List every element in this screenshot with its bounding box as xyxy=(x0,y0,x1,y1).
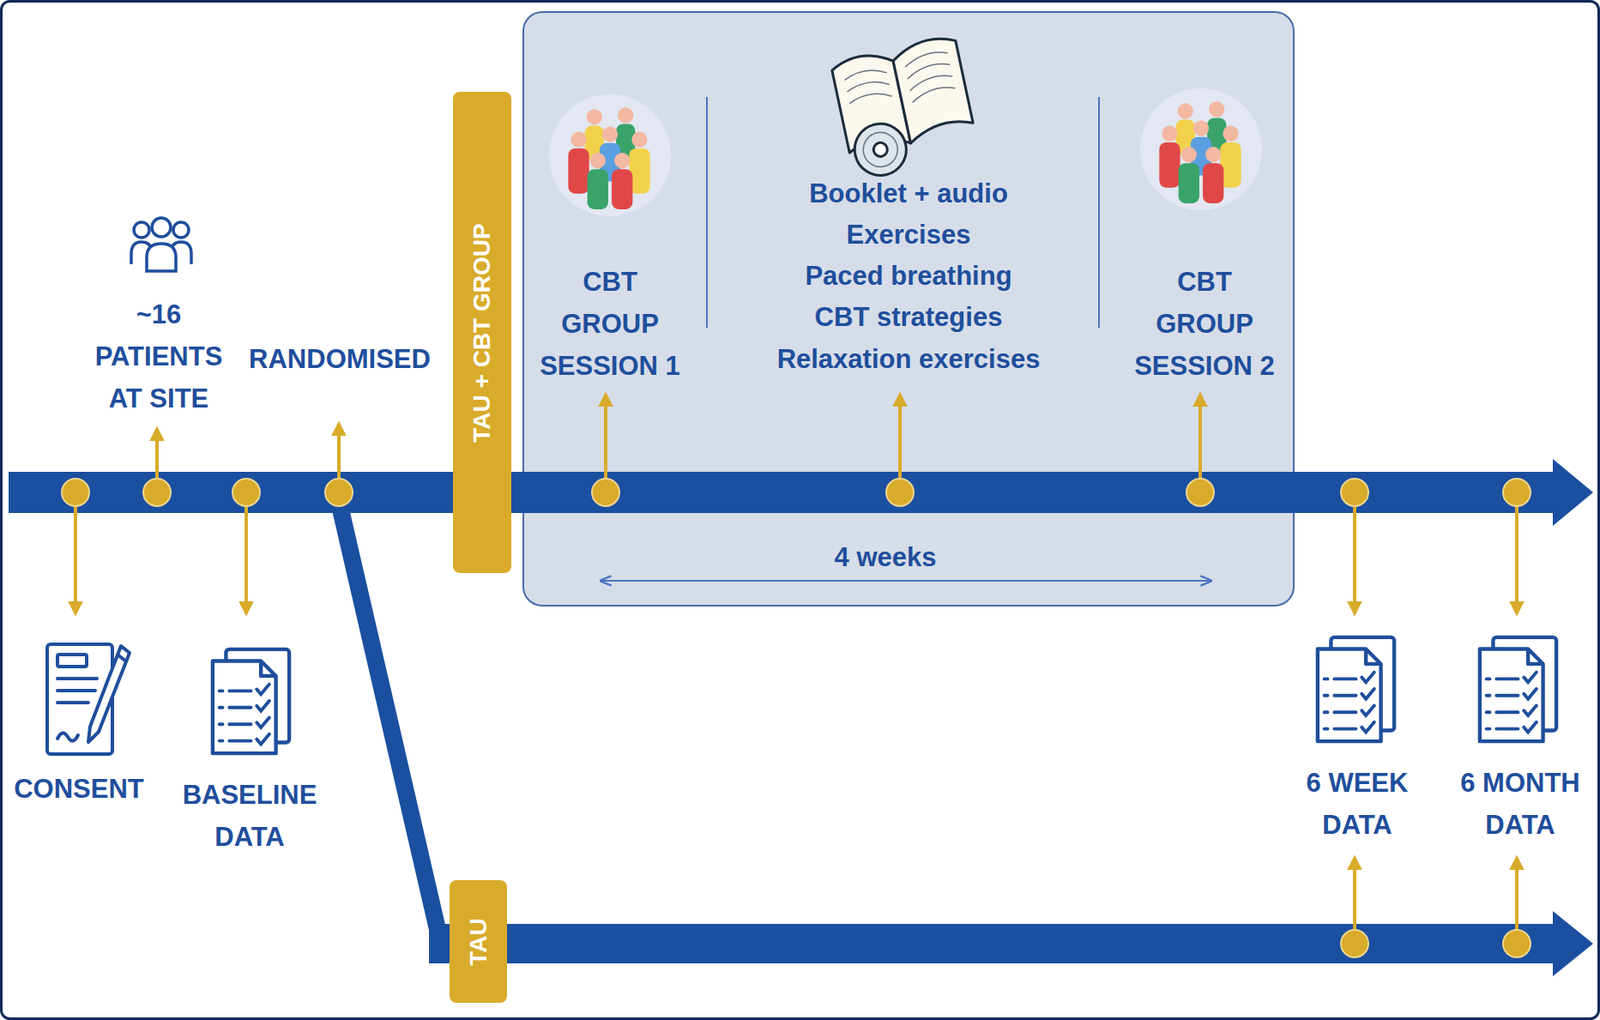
timeline-bars xyxy=(8,458,1594,977)
group-session-icon xyxy=(549,94,671,217)
six-month-icon xyxy=(1479,637,1557,742)
step-label: 6 WEEK DATA xyxy=(1282,761,1433,846)
material-item: Booklet + audio xyxy=(809,172,1009,215)
intervention-panel xyxy=(523,12,1294,606)
consent-icon xyxy=(47,644,130,755)
arm-band: TAU xyxy=(449,880,508,1003)
material-item: CBT strategies xyxy=(815,295,1003,339)
duration-arrow xyxy=(600,579,1212,582)
timeline-dots xyxy=(61,478,1531,958)
group-session-icon xyxy=(1140,88,1262,211)
step-label: BASELINE DATA xyxy=(175,773,326,858)
material-item: Paced breathing xyxy=(804,254,1012,297)
step-label: CONSENT xyxy=(13,767,145,810)
patients-icon xyxy=(131,217,192,272)
booklet-audio-icon xyxy=(830,34,981,182)
arm-label: TAU + CBT GROUP xyxy=(467,223,497,442)
session-label: CBT GROUP SESSION 2 xyxy=(1129,260,1280,387)
arm-label: TAU xyxy=(464,917,494,966)
leader-arrows xyxy=(75,394,1517,930)
material-item: Relaxation exercises xyxy=(777,338,1041,381)
six-week-icon xyxy=(1317,637,1395,742)
material-item: Exercises xyxy=(846,213,972,256)
baseline-icon xyxy=(212,649,290,754)
session-label: CBT GROUP SESSION 1 xyxy=(535,260,686,387)
intervention-panel: CBT GROUP SESSION 1 Booklet + audioExerci… xyxy=(523,12,1294,606)
duration-label: 4 weeks xyxy=(834,536,937,579)
step-label: ~16 PATIENTS AT SITE xyxy=(84,293,235,420)
arm-band: TAU + CBT GROUP xyxy=(452,91,512,574)
step-label: RANDOMISED xyxy=(248,338,431,381)
step-label: 6 MONTH DATA xyxy=(1445,761,1596,846)
